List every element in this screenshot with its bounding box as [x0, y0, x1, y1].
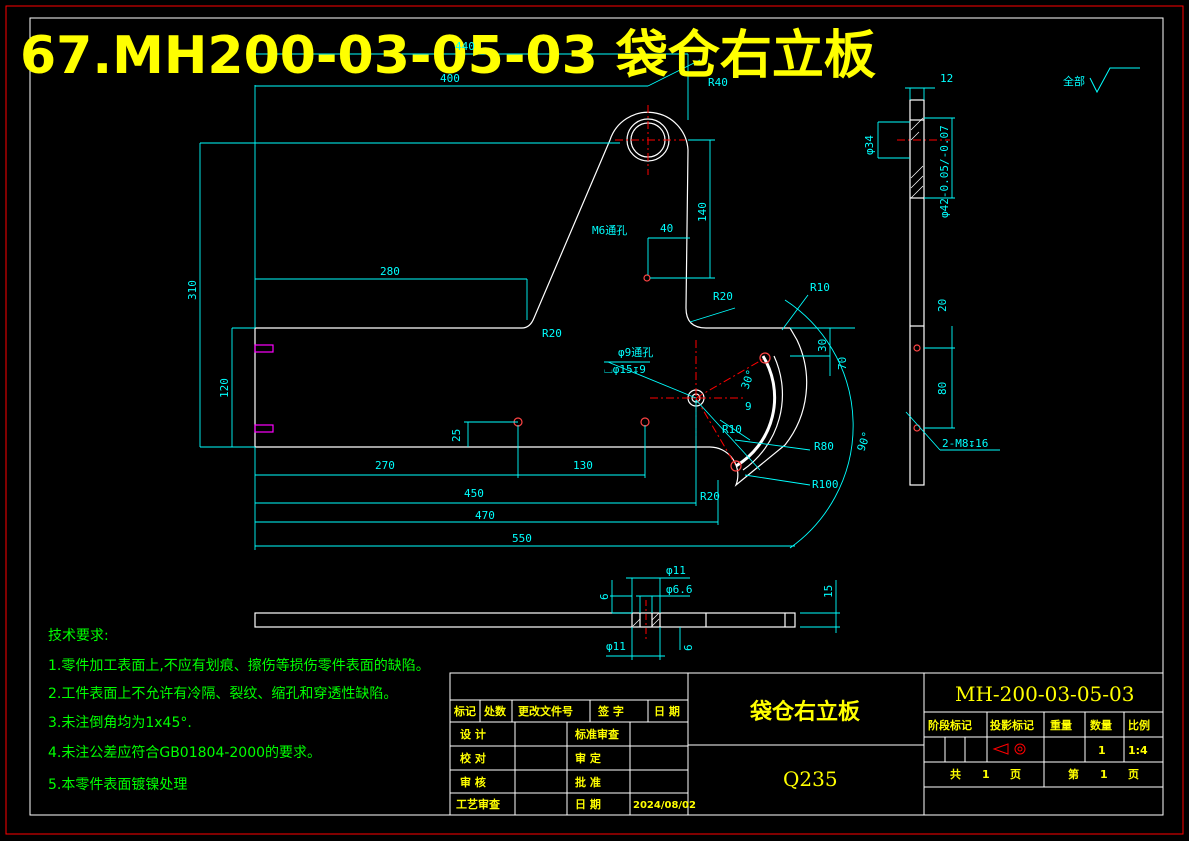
center-lines [615, 105, 950, 467]
tb-audit: 审 定 [575, 751, 601, 765]
side-view-hatch [910, 117, 924, 199]
pin-marks [254, 344, 274, 433]
dim-25: 25 [450, 429, 463, 442]
requirement-4: 4.未注公差应符合GB01804-2000的要求。 [48, 744, 321, 761]
requirement-5: 5.本零件表面镀镍处理 [48, 776, 187, 793]
dim-40: 40 [660, 222, 673, 235]
dimension-texts: 400 440 R40 12 φ34 φ42-0.05/-0.07 140 M6… [186, 40, 988, 653]
outer-border [5, 5, 1184, 835]
dim-80: 80 [936, 382, 949, 395]
dim-450: 450 [464, 487, 484, 500]
dim-90-deg: 90° [855, 430, 874, 453]
tb-scale-label: 比例 [1128, 718, 1150, 732]
dim-270: 270 [375, 459, 395, 472]
dim-6-b: 6 [682, 644, 695, 651]
dim-12: 12 [940, 72, 953, 85]
dim-6-a: 6 [598, 593, 611, 600]
bottom-dimension-lines [606, 577, 840, 660]
dim-30-deg: 30° [739, 368, 758, 391]
dim-400: 400 [440, 72, 460, 85]
dimension-lines [199, 53, 855, 550]
tb-review: 审 核 [460, 775, 486, 789]
title-block-grid [449, 672, 1164, 816]
dim-140: 140 [696, 202, 709, 222]
dim-470: 470 [475, 509, 495, 522]
dim-phi34: φ34 [863, 135, 876, 155]
dim-30: 30 [816, 339, 829, 352]
tb-weight: 重量 [1050, 718, 1072, 732]
dim-phi42: φ42-0.05/-0.07 [938, 125, 951, 218]
bottom-view-hatch [632, 612, 660, 627]
side-dimension-lines [877, 87, 1000, 451]
roughness-label: 全部 [1063, 74, 1085, 88]
dim-phi9: φ9通孔 [618, 346, 653, 359]
technical-requirements: 技术要求: 1.零件加工表面上,不应有划痕、擦伤等损伤零件表面的缺陷。 2.工件… [48, 628, 430, 793]
dim-130: 130 [573, 459, 593, 472]
dim-phi6-6: φ6.6 [666, 583, 693, 596]
requirements-title: 技术要求: [48, 628, 109, 644]
dim-20: 20 [936, 299, 949, 312]
tb-date-label: 日 期 [575, 797, 601, 811]
side-view [909, 99, 925, 486]
tb-header-count: 处数 [483, 704, 507, 718]
dim-phi11-a: φ11 [666, 564, 686, 577]
dim-9: 9 [745, 400, 752, 413]
dim-m6: M6通孔 [592, 224, 627, 237]
bottom-view [254, 612, 796, 628]
dim-r40: R40 [708, 76, 728, 89]
tb-quantity: 1 [1098, 744, 1106, 757]
dim-counterbore: ⌴φ15↧9 [604, 363, 646, 376]
dim-120: 120 [218, 378, 231, 398]
tb-page-unit-a: 页 [1010, 768, 1021, 781]
drawing-title: 67.MH200-03-05-03 袋仓右立板 [20, 26, 876, 86]
dim-310: 310 [186, 280, 199, 300]
tb-material: Q235 [783, 767, 838, 791]
dim-440: 440 [455, 40, 475, 53]
tb-check: 校 对 [460, 751, 486, 765]
tb-design: 设 计 [460, 727, 486, 741]
projection-symbol-icon [992, 743, 1026, 755]
dim-m8: 2-M8↧16 [942, 437, 988, 450]
dim-70: 70 [836, 357, 849, 370]
tb-std-review: 标准审查 [574, 727, 619, 741]
tb-sheet: 1 [1100, 768, 1108, 781]
tb-projection: 投影标记 [990, 718, 1034, 732]
dim-r20-c: R20 [700, 490, 720, 503]
dim-phi11-b: φ11 [606, 640, 626, 653]
tb-sheet-label: 第 [1068, 767, 1079, 781]
roughness-icon [1089, 67, 1140, 94]
tb-page-unit-b: 页 [1128, 768, 1139, 781]
tb-header-date: 日 期 [654, 704, 680, 718]
requirement-1: 1.零件加工表面上,不应有划痕、擦伤等损伤零件表面的缺陷。 [48, 657, 430, 674]
dim-r100: R100 [812, 478, 839, 491]
dim-r20-b: R20 [713, 290, 733, 303]
tb-header-sign: 签 字 [597, 704, 624, 718]
tb-drawing-no: MH-200-03-05-03 [955, 682, 1134, 706]
tb-total-label: 共 [950, 767, 961, 781]
tb-approve: 批 准 [575, 775, 601, 789]
requirement-2: 2.工件表面上不允许有冷隔、裂纹、缩孔和穿透性缺陷。 [48, 686, 397, 702]
dim-r20-a: R20 [542, 327, 562, 340]
tb-header-mark: 标记 [453, 704, 476, 718]
tb-stage-mark: 阶段标记 [928, 718, 972, 732]
dim-r80: R80 [814, 440, 834, 453]
tb-process-review: 工艺审查 [456, 797, 500, 811]
dim-r10-a: R10 [810, 281, 830, 294]
requirement-3: 3.未注倒角均为1x45°. [48, 715, 192, 731]
tb-total: 1 [982, 768, 990, 781]
tb-scale: 1:4 [1128, 744, 1148, 757]
dim-550: 550 [512, 532, 532, 545]
dim-280: 280 [380, 265, 400, 278]
tb-part-name: 袋仓右立板 [749, 699, 861, 725]
dim-15: 15 [822, 585, 835, 598]
tb-date: 2024/08/02 [633, 800, 696, 811]
title-block-texts: 标记 处数 更改文件号 签 字 日 期 设 计 标准审查 校 对 审 定 审 核… [453, 682, 1150, 811]
tb-header-change-doc: 更改文件号 [518, 704, 573, 718]
dim-r10-b: R10 [722, 423, 742, 436]
tb-quantity-label: 数量 [1090, 718, 1112, 732]
